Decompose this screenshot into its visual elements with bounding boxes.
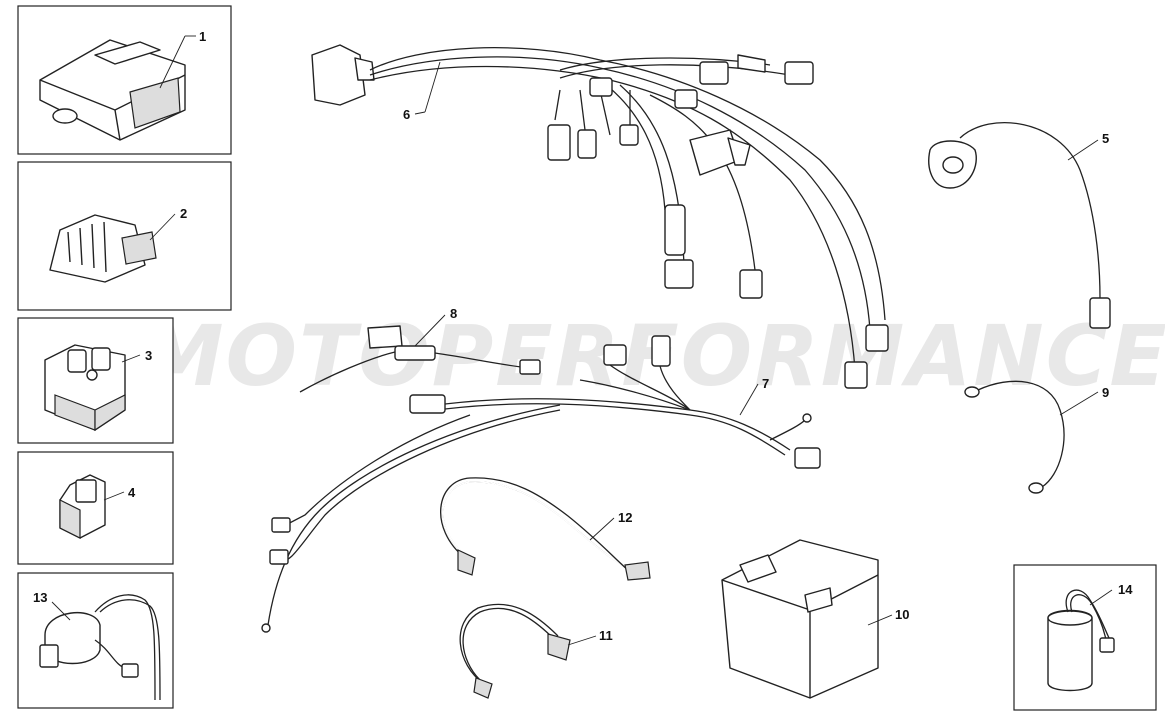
part-6-main-harness[interactable]: 6 (311, 44, 889, 389)
part-3-starter-relay[interactable]: 3 (17, 317, 174, 444)
part-8-fuse-lead[interactable]: 8 (299, 306, 541, 393)
callout-5: 5 (1102, 131, 1109, 146)
part-1-ecu[interactable]: 1 (17, 5, 232, 155)
callout-8: 8 (450, 306, 457, 321)
callout-1: 1 (199, 29, 206, 44)
callout-14: 14 (1118, 582, 1133, 597)
part-11-battery-cable[interactable]: 11 (459, 603, 613, 699)
part-10-battery[interactable]: 10 (721, 539, 909, 699)
part-13-ignition-coil[interactable]: 13 (17, 572, 174, 709)
callout-9: 9 (1102, 385, 1109, 400)
part-14-relay[interactable]: 14 (1013, 564, 1157, 711)
part-5-sensor-lead[interactable]: 5 (928, 122, 1111, 329)
part-9-ground-lead[interactable]: 9 (964, 380, 1109, 494)
callout-12: 12 (618, 510, 632, 525)
callout-4: 4 (128, 485, 136, 500)
part-2-regulator[interactable]: 2 (17, 161, 232, 311)
part-12-battery-cable[interactable]: 12 (440, 477, 651, 581)
callout-10: 10 (895, 607, 909, 622)
callout-13: 13 (33, 590, 47, 605)
part-4-connector[interactable]: 4 (17, 451, 174, 565)
callout-7: 7 (762, 376, 769, 391)
callout-3: 3 (145, 348, 152, 363)
callout-2: 2 (180, 206, 187, 221)
callout-11: 11 (599, 628, 613, 643)
callout-6: 6 (403, 107, 410, 122)
part-7-secondary-harness[interactable]: 7 (261, 335, 821, 633)
